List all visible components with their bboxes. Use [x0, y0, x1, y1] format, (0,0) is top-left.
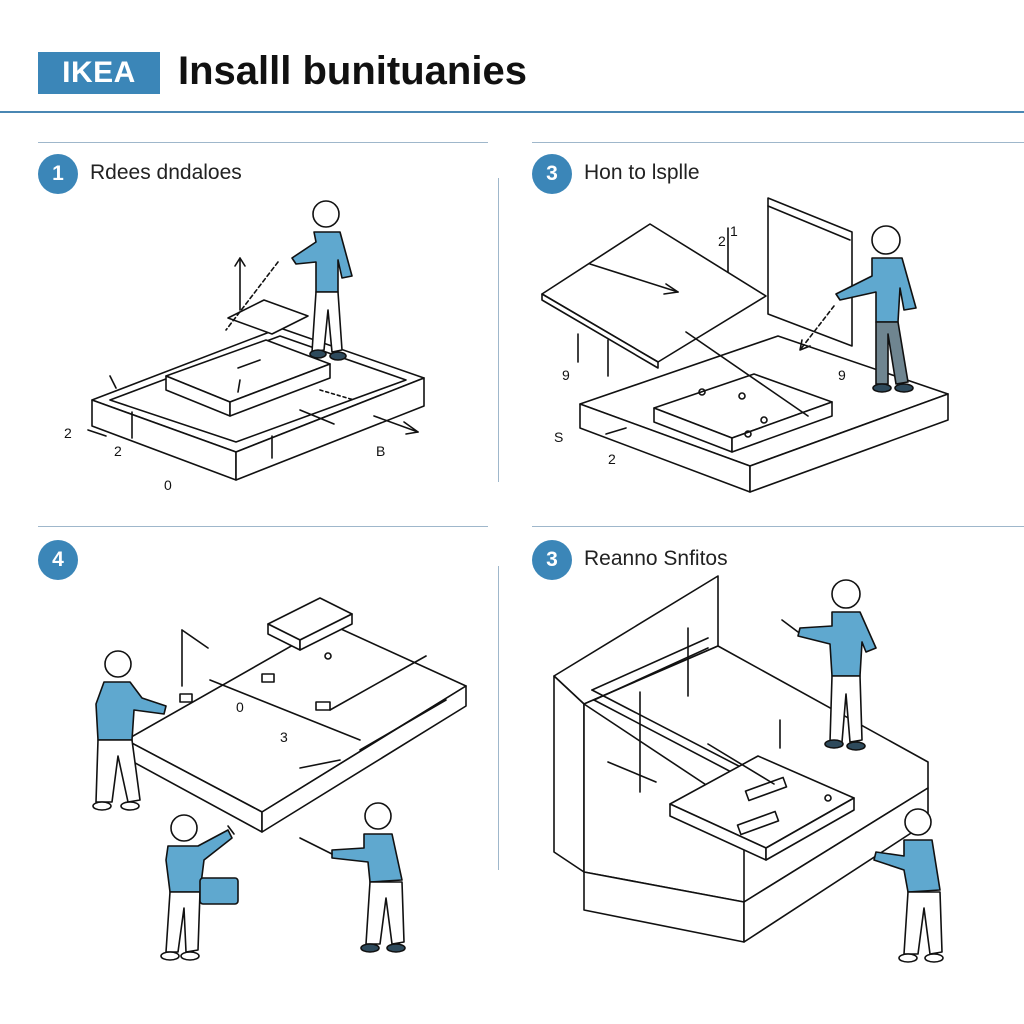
- step-2-illustration: 2 1 9 9 S 2: [541, 197, 949, 493]
- callout-number: 1: [730, 223, 738, 239]
- ikea-logo: IKEA: [38, 52, 160, 94]
- step-1-label: Rdees dndaloes: [90, 161, 242, 184]
- worker-figure: [291, 200, 353, 361]
- fittings: [179, 629, 341, 769]
- divider-mid-left: [38, 526, 488, 527]
- callout-number: 2: [608, 451, 616, 467]
- divider-top-right: [532, 142, 1024, 143]
- header-rule: [0, 111, 1024, 113]
- callout-number: S: [554, 429, 563, 445]
- divider-top-left: [38, 142, 488, 143]
- callout-number: 0: [236, 699, 244, 715]
- header: IKEA Insalll bunituanies: [0, 0, 1024, 114]
- page-title: Insalll bunituanies: [178, 49, 527, 93]
- arrows: [87, 257, 419, 459]
- callout-number: 9: [838, 367, 846, 383]
- divider-vertical-top: [498, 178, 499, 482]
- long-board: [125, 623, 467, 833]
- arrows: [607, 719, 781, 785]
- callout-number: 2: [64, 425, 72, 441]
- worker-figure-left: [92, 650, 167, 811]
- upright-panel: [767, 197, 853, 347]
- worker-figure-right: [873, 808, 944, 963]
- callout-number: 2: [718, 233, 726, 249]
- divider-mid-right: [532, 526, 1024, 527]
- drawer-box: [669, 755, 855, 861]
- step-4-illustration: [553, 575, 944, 963]
- worker-figure-top: [781, 579, 877, 751]
- step-3-badge: 4: [38, 540, 78, 580]
- callout-number: 0: [164, 477, 172, 493]
- callout-number: 3: [280, 729, 288, 745]
- step-1-illustration: 2 2 0 B: [64, 200, 425, 493]
- step-2-label: Hon to lsplle: [584, 161, 700, 184]
- divider-vertical-bottom: [498, 566, 499, 870]
- callout-number: 9: [562, 367, 570, 383]
- worker-figure-center: [160, 814, 239, 961]
- cabinet-frame: [553, 575, 929, 943]
- step-4-badge: 3: [532, 540, 572, 580]
- inner-panel: [165, 299, 331, 417]
- worker-figure: [835, 225, 917, 393]
- callout-number: 2: [114, 443, 122, 459]
- step-3-illustration: 0 3: [92, 597, 467, 961]
- arrows: [577, 227, 835, 435]
- small-box: [267, 597, 353, 651]
- step-1-badge: 1: [38, 154, 78, 194]
- callout-number: B: [376, 443, 385, 459]
- worker-figure-right: [299, 802, 406, 953]
- tilted-top-panel: [541, 223, 809, 417]
- step-2-badge: 3: [532, 154, 572, 194]
- step-4-label: Reanno Snfitos: [584, 547, 728, 570]
